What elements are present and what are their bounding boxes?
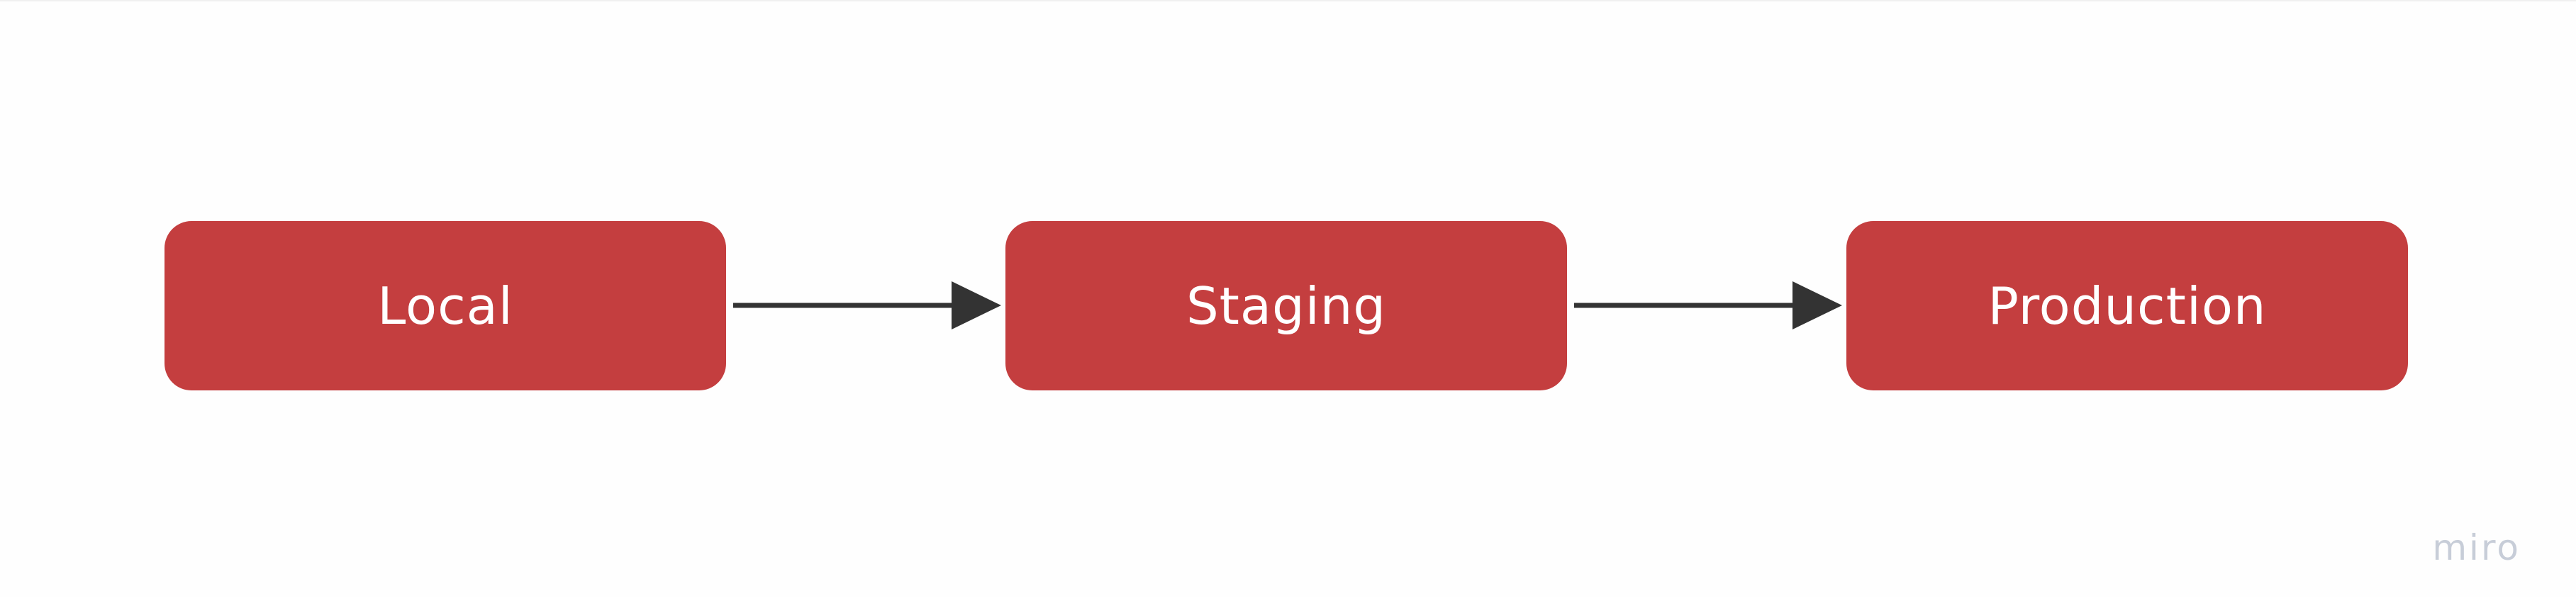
arrowhead-icon — [952, 281, 1001, 329]
node-production[interactable]: Production — [1846, 221, 2408, 390]
arrowhead-icon — [1792, 281, 1842, 329]
miro-watermark-logo: miro — [2432, 527, 2521, 568]
arrow-staging-to-production — [1574, 281, 1842, 329]
node-local[interactable]: Local — [165, 221, 726, 390]
node-staging[interactable]: Staging — [1005, 221, 1567, 390]
arrow-local-to-staging — [733, 281, 1001, 329]
